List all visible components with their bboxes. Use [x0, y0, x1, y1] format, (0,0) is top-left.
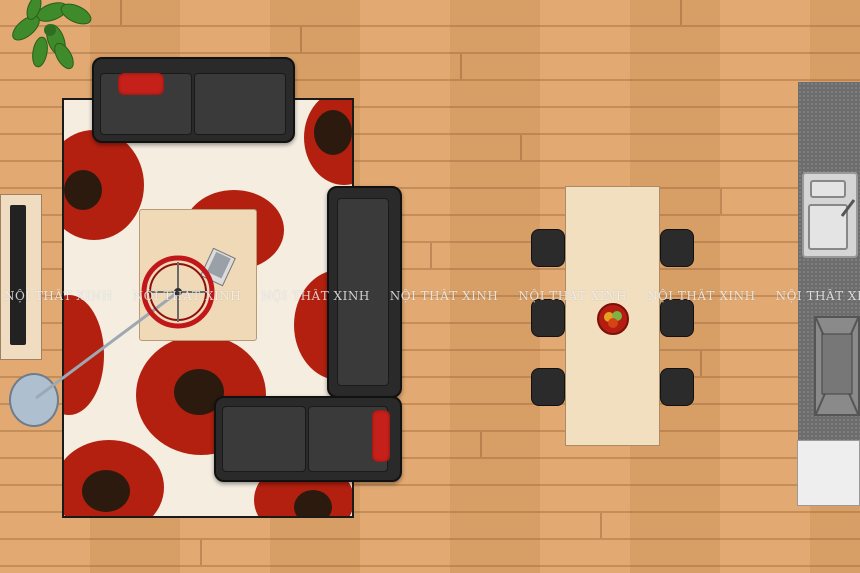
sofa-cushion: [222, 406, 306, 472]
rug-flower: [64, 440, 164, 516]
rug-flower: [64, 130, 144, 240]
floor-lamp-base: [9, 373, 59, 427]
sofa-cushion: [337, 198, 389, 386]
kitchen-sink: [802, 172, 858, 258]
rug-flower: [304, 100, 352, 185]
three-seat-sofa: [327, 186, 402, 398]
dining-chair: [531, 299, 565, 337]
floor-seam: [680, 0, 682, 25]
watermark-text: NỘI THẤT XINH: [389, 289, 499, 303]
two-seat-sofa: [92, 57, 295, 143]
floor-seam: [480, 432, 482, 457]
dining-chair: [660, 229, 694, 267]
kitchen-counter: [798, 82, 860, 502]
faucet-icon: [840, 199, 856, 217]
stove: [814, 316, 860, 416]
dining-chair: [660, 299, 694, 337]
floor-seam: [720, 189, 722, 214]
floor-seam: [700, 351, 702, 376]
refrigerator: [797, 440, 860, 506]
stove-burner-icon: [815, 317, 859, 415]
dining-chair: [531, 368, 565, 406]
red-pillow: [118, 73, 164, 95]
fruit-bowl-icon: [597, 303, 629, 335]
floor-seam: [520, 135, 522, 160]
dining-chair: [531, 229, 565, 267]
sofa-cushion: [194, 73, 286, 135]
red-pillow: [372, 410, 390, 462]
floor-seam: [300, 27, 302, 52]
lamp-icon: [35, 255, 215, 400]
floor-seam: [200, 540, 202, 565]
floor-seam: [120, 0, 122, 25]
floor-seam: [600, 513, 602, 538]
plant-icon: [12, 0, 92, 70]
floor-seam: [430, 243, 432, 268]
floor-seam: [460, 54, 462, 79]
corner-sofa: [214, 396, 402, 482]
television: [10, 205, 26, 345]
dining-chair: [660, 368, 694, 406]
